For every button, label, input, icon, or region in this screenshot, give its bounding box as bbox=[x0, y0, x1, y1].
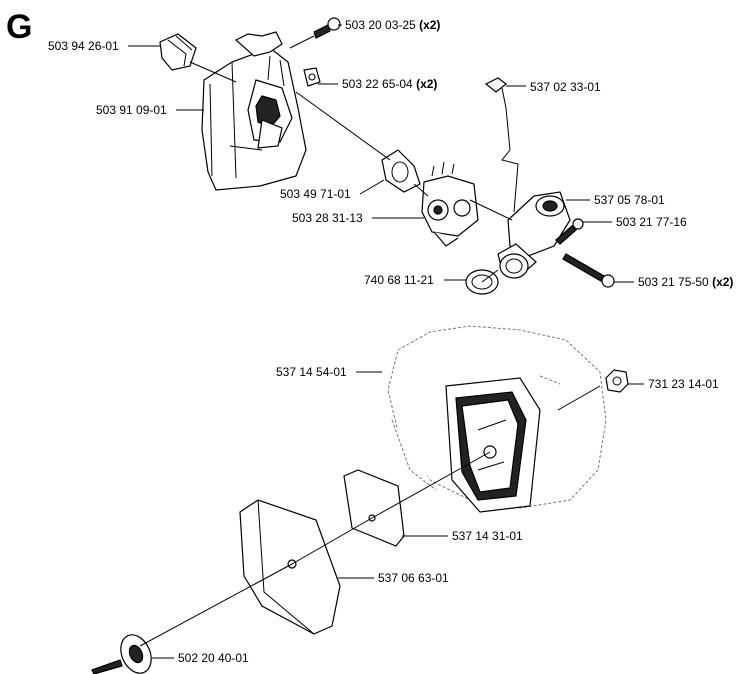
section-letter: G bbox=[6, 8, 32, 46]
callout-gasket: 503 49 71-01 bbox=[280, 187, 351, 201]
intake-adapter-part bbox=[497, 191, 571, 279]
throttle-rod-part bbox=[484, 77, 519, 213]
assembly-lines-lower bbox=[139, 385, 601, 647]
callout-screw-top: 503 20 03-25 (x2) bbox=[345, 18, 440, 32]
callout-filter-holder: 537 14 54-01 bbox=[276, 365, 347, 379]
filter-holder-part bbox=[387, 325, 607, 513]
filter-cover-part bbox=[239, 499, 341, 635]
screw-top-part bbox=[313, 17, 341, 39]
knob-part bbox=[91, 634, 152, 674]
callout-throttle-rod: 537 02 33-01 bbox=[530, 80, 601, 94]
callout-nut-hex: 731 23 14-01 bbox=[648, 377, 719, 391]
spacer-part bbox=[159, 33, 197, 71]
callout-screw-small: 503 21 77-16 bbox=[616, 215, 687, 229]
leader-lines bbox=[128, 24, 644, 659]
air-filter-housing-part bbox=[201, 31, 307, 191]
callout-knob: 502 20 40-01 bbox=[178, 651, 249, 665]
callout-labels: 503 94 26-01 503 20 03-25 (x2) 503 22 65… bbox=[48, 18, 733, 665]
screw-small-part bbox=[555, 218, 584, 245]
callout-screw-long: 503 21 75-50 (x2) bbox=[638, 275, 733, 289]
screw-long-part bbox=[562, 253, 615, 288]
carburetor-part bbox=[421, 161, 479, 247]
filter-element-part bbox=[343, 469, 405, 547]
callout-ring: 740 68 11-21 bbox=[364, 273, 434, 287]
gasket-part bbox=[381, 149, 421, 193]
callout-nut-square: 503 22 65-04 (x2) bbox=[342, 77, 437, 91]
callout-spacer: 503 94 26-01 bbox=[48, 39, 119, 53]
callout-carburetor: 503 28 31-13 bbox=[292, 211, 363, 225]
nut-hex-part bbox=[605, 369, 629, 393]
callout-filter-cover: 537 06 63-01 bbox=[378, 571, 449, 585]
callout-intake-adapter: 537 05 78-01 bbox=[594, 193, 665, 207]
callout-air-filter-housing: 503 91 09-01 bbox=[96, 103, 167, 117]
callout-filter-element: 537 14 31-01 bbox=[452, 529, 523, 543]
assembly-lines-upper bbox=[189, 35, 513, 283]
nut-square-part bbox=[303, 67, 321, 87]
